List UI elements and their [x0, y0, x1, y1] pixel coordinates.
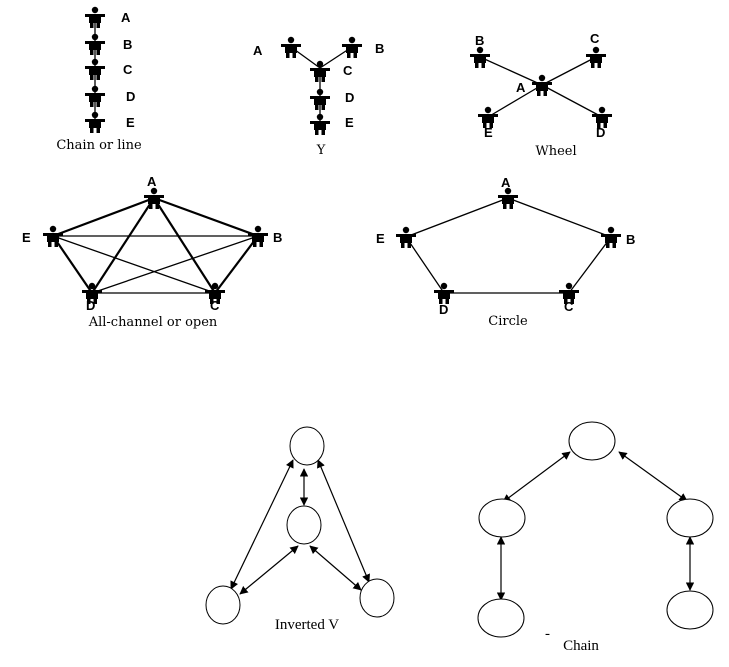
node-label-c: C — [343, 63, 353, 78]
node-label-e: E — [22, 230, 31, 245]
node-label-e: E — [484, 125, 493, 140]
network-node — [477, 598, 525, 638]
node-label-c: C — [123, 62, 133, 77]
network-node — [666, 590, 714, 630]
node-label-b: B — [375, 41, 384, 56]
caption-chain: Chain — [563, 638, 599, 654]
caption-all-channel: All-channel or open — [88, 315, 218, 330]
network-node — [205, 585, 241, 625]
person-icon — [470, 46, 490, 68]
node-label-d: D — [126, 89, 135, 104]
caption-circle: Circle — [488, 314, 528, 329]
node-label-e: E — [126, 115, 135, 130]
person-icon — [281, 36, 301, 58]
node-label-a: A — [516, 80, 526, 95]
circle-network: A B C D E Circle — [376, 175, 635, 329]
caption-chain-or-line: Chain or line — [56, 138, 142, 153]
person-icon — [586, 46, 606, 68]
person-icon — [498, 187, 518, 209]
wheel-network: A B C D E Wheel — [470, 31, 612, 159]
node-label-a: A — [147, 174, 157, 189]
person-icon — [532, 74, 552, 96]
caption-wheel: Wheel — [535, 144, 576, 159]
node-label-d: D — [596, 125, 605, 140]
person-icon — [310, 113, 330, 135]
node-label-b: B — [123, 37, 132, 52]
caption-inverted-v: Inverted V — [275, 617, 339, 633]
node-label-a: A — [121, 10, 131, 25]
node-label-e: E — [345, 115, 354, 130]
inverted-v-network: Inverted V — [205, 426, 395, 633]
node-label-c: C — [564, 299, 574, 314]
node-label-e: E — [376, 231, 385, 246]
chain-network: - Chain — [477, 421, 714, 654]
network-node — [359, 578, 395, 618]
person-icon — [85, 111, 105, 133]
network-node — [286, 505, 322, 545]
person-icon — [342, 36, 362, 58]
node-label-d: D — [345, 90, 354, 105]
y-network: A B C D E Y — [253, 36, 384, 158]
caption-y: Y — [316, 143, 326, 158]
node-label-b: B — [626, 232, 635, 247]
node-label-b: B — [475, 33, 484, 48]
person-icon — [601, 226, 621, 248]
node-label-c: C — [210, 298, 220, 313]
network-node — [666, 498, 714, 538]
network-node — [478, 498, 526, 538]
node-label-a: A — [253, 43, 263, 58]
node-label-b: B — [273, 230, 282, 245]
node-label-d: D — [86, 298, 95, 313]
node-label-a: A — [501, 175, 511, 190]
person-icon — [396, 226, 416, 248]
chain-or-line-network: A B C D E Chain or line — [56, 6, 142, 153]
network-node — [568, 421, 616, 461]
network-node — [289, 426, 325, 466]
all-channel-network: A B C D E All-channel or open — [22, 174, 282, 330]
node-label-d: D — [439, 302, 448, 317]
person-icon — [144, 187, 164, 209]
stray-mark: - — [545, 626, 550, 642]
node-label-c: C — [590, 31, 600, 46]
